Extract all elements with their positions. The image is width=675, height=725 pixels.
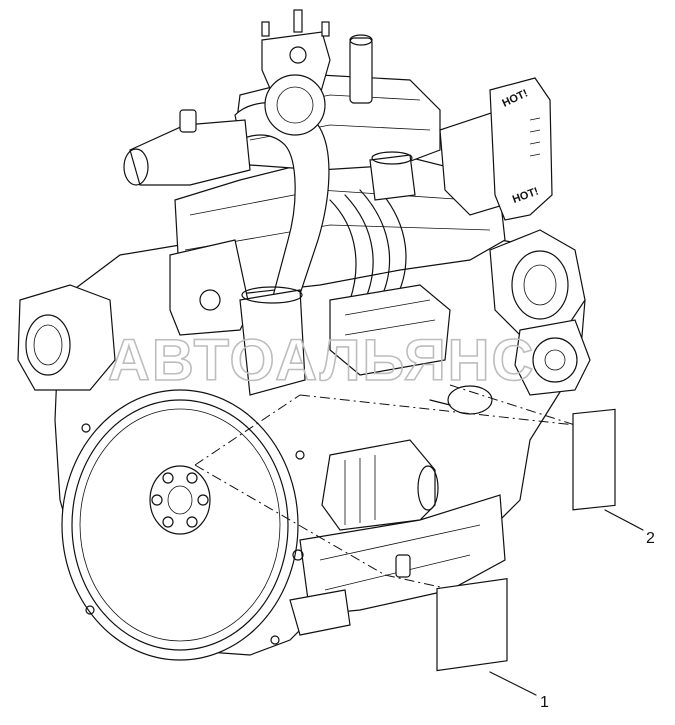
heat-shield <box>489 77 553 221</box>
fuel-filter <box>369 154 416 201</box>
alternator <box>489 229 586 336</box>
housing-bolts <box>81 423 305 645</box>
engine-assembly: HOT! HOT! <box>17 9 591 661</box>
callout-1: 1 <box>540 694 549 711</box>
water-pump <box>514 319 591 396</box>
flywheel <box>61 389 299 661</box>
decal-part-2 <box>572 408 616 511</box>
dipstick-loop <box>447 385 493 415</box>
starter-motor <box>321 439 436 531</box>
mount-foot <box>289 589 351 636</box>
callout-2-leader <box>604 509 644 531</box>
leader-lines <box>194 384 576 601</box>
oil-filter <box>239 289 306 396</box>
left-flange <box>17 284 116 391</box>
decal-part-1 <box>436 578 508 672</box>
callout-1-leader <box>489 671 537 696</box>
intake-manifold <box>169 239 251 336</box>
riser-pipe <box>349 37 373 104</box>
drain-plug <box>395 554 411 578</box>
turbo-housing <box>264 74 326 136</box>
watermark: АВТОАЛЬЯНС <box>108 328 535 393</box>
injection-pump <box>329 284 451 376</box>
callout-2: 2 <box>646 530 655 547</box>
